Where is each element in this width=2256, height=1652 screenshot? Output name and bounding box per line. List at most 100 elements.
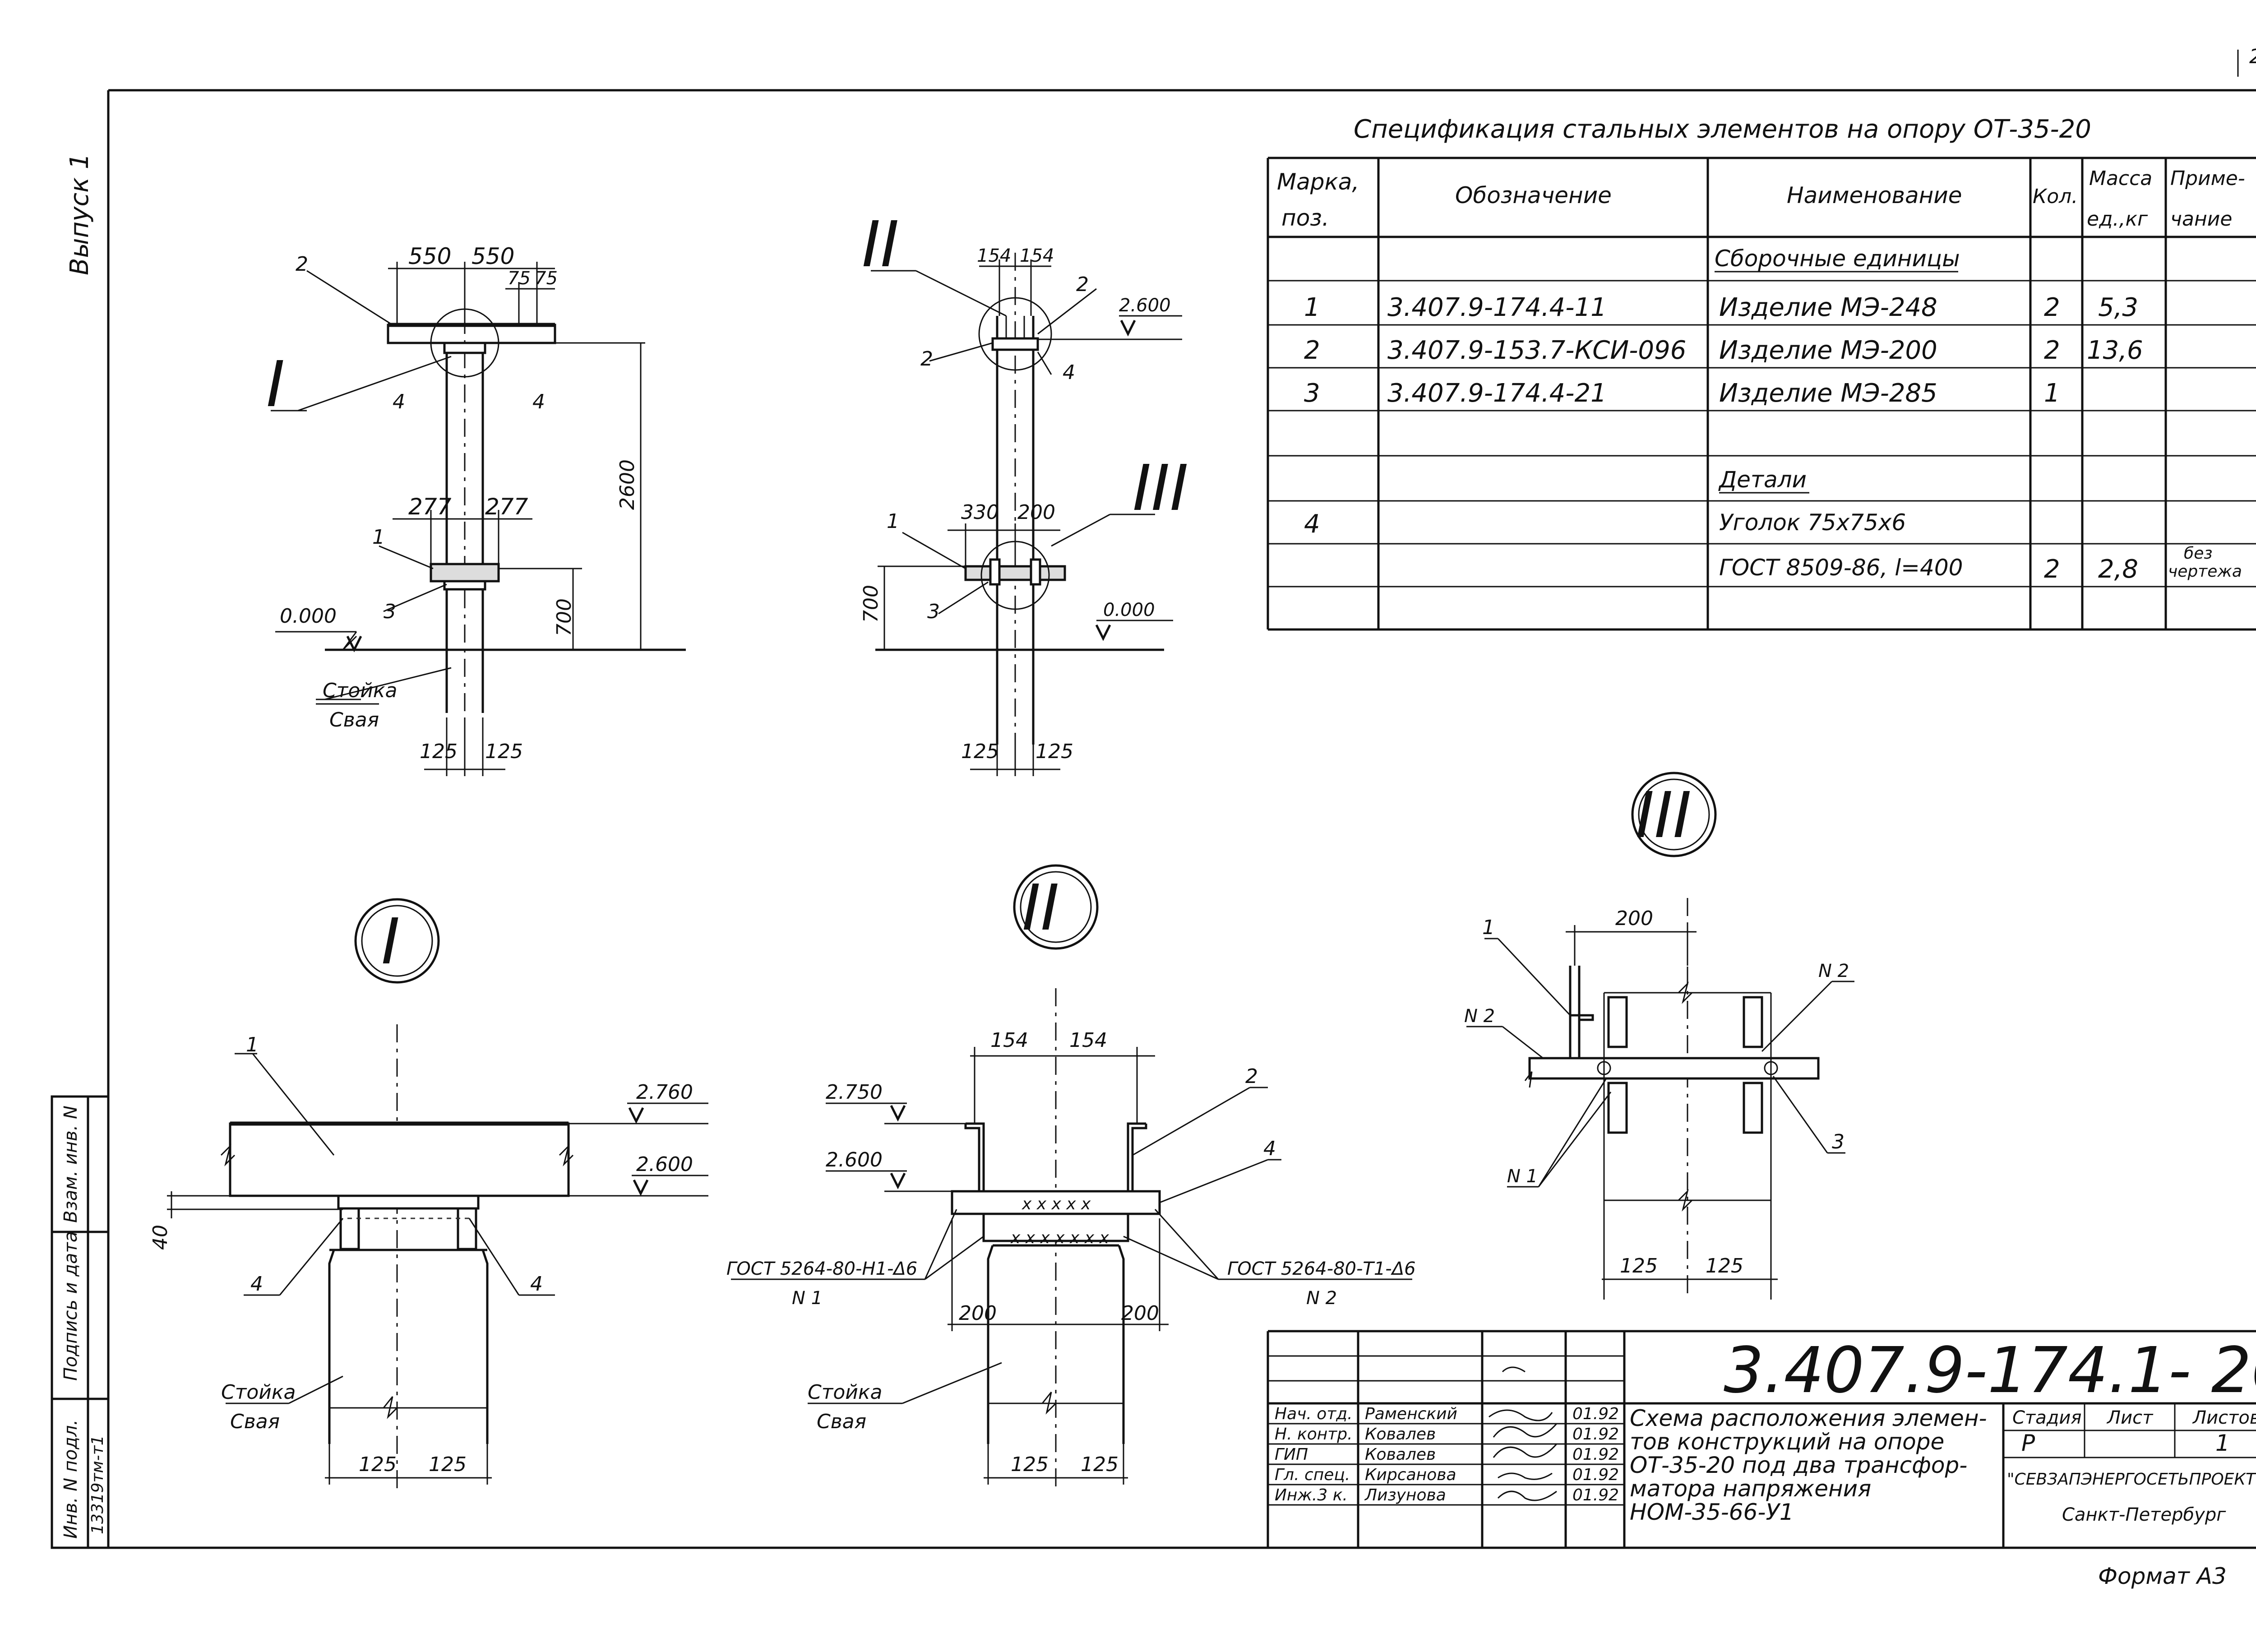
spec-row3-pos: 3 <box>1304 379 1320 408</box>
v2-dim-700: 700 <box>860 585 883 623</box>
v1-dim-550b: 550 <box>472 243 514 269</box>
side-stamp: Выпуск 1 Взам. инв. N Подпись и дата Инв… <box>51 153 110 1549</box>
d1-column-label: Стойка <box>221 1381 296 1404</box>
d2-weld-marks-top: x x x x x <box>1022 1195 1091 1213</box>
d3-dim-200: 200 <box>1615 907 1653 930</box>
v1-pos-4b: 4 <box>532 390 545 413</box>
d2-dim-200a: 200 <box>959 1302 997 1325</box>
stamp-date-1: 01.92 <box>1572 1405 1619 1423</box>
v1-dim-550a: 550 <box>408 243 451 269</box>
d1-level-2600: 2.600 <box>636 1153 693 1176</box>
spec-row4-mass: 2,8 <box>2098 555 2138 584</box>
d3-pos-3: 3 <box>1832 1130 1845 1153</box>
spec-row4-pos: 4 <box>1304 509 1320 539</box>
v1-dim-75b: 75 <box>535 268 558 289</box>
d2-dim-154a: 154 <box>990 1029 1028 1052</box>
spec-h-designation: Обозначение <box>1455 182 1612 208</box>
stamp-document-code: 3.407.9-174.1- 20 <box>1724 1334 2256 1407</box>
stamp-date-5: 01.92 <box>1572 1486 1619 1504</box>
spec-table-grid <box>1267 157 2256 631</box>
d2-weld-gost-n1: ГОСТ 5264-80-Н1-Δ6 <box>726 1259 917 1279</box>
spec-h-mark-1: Марка, <box>1277 169 1359 195</box>
v2-dim-125b: 125 <box>1036 740 1073 763</box>
stamp-role-3: ГИП <box>1275 1445 1308 1464</box>
d2-level-2600: 2.600 <box>826 1148 883 1171</box>
stamp-title-line-1: Схема расположения элемен- <box>1630 1405 1987 1431</box>
spec-h-note-2: чание <box>2170 208 2232 231</box>
d1-dim-40: 40 <box>149 1225 172 1250</box>
stamp-sheets-header: Листов <box>2192 1407 2256 1428</box>
detail-2: x x x x x x x x x x x x <box>731 864 1412 1489</box>
replace-inv-label: Взам. инв. N <box>60 1106 81 1223</box>
d1-dim-125a: 125 <box>359 1453 397 1476</box>
spec-row2-name: Изделие МЭ-200 <box>1719 336 1937 365</box>
view-2-elevation <box>871 253 1182 776</box>
stamp-name-5: Лизунова <box>1364 1486 1446 1504</box>
spec-row4-qty: 2 <box>2044 555 2060 584</box>
d3-weld-n1: N 1 <box>1507 1166 1538 1187</box>
v2-pos-1: 1 <box>887 510 899 533</box>
format-label: Формат А3 <box>2098 1563 2227 1589</box>
d2-weld-gost-n2: ГОСТ 5264-80-Т1-Δ6 <box>1227 1259 1416 1279</box>
stamp-role-5: Инж.3 к. <box>1275 1486 1348 1504</box>
stamp-title-line-5: НОМ-35-66-У1 <box>1630 1499 1794 1525</box>
v1-dim-125a: 125 <box>420 740 458 763</box>
v1-dim-277a: 277 <box>408 494 452 520</box>
d2-dim-125a: 125 <box>1011 1453 1049 1476</box>
d3-weld-n2b: N 2 <box>1818 961 1849 981</box>
spec-row1-mass: 5,3 <box>2098 293 2138 322</box>
d2-weld-n2: N 2 <box>1306 1288 1337 1309</box>
d1-level-2760: 2.760 <box>636 1081 693 1104</box>
spec-row2-qty: 2 <box>2044 336 2060 365</box>
v2-section-mark-3: III <box>1133 452 1188 525</box>
d3-dim-125a: 125 <box>1620 1254 1658 1277</box>
d1-pos-4b: 4 <box>530 1273 543 1296</box>
v2-level-2600: 2.600 <box>1119 295 1171 316</box>
v2-pos-3: 3 <box>927 600 940 623</box>
stamp-name-1: Раменский <box>1365 1405 1457 1423</box>
spec-row1-designation: 3.407.9-174.4-11 <box>1387 293 1607 322</box>
stamp-stage-value: Р <box>2021 1430 2035 1456</box>
v1-pos-4a: 4 <box>393 390 405 413</box>
original-inv-label: Инв. N подл. <box>60 1420 81 1539</box>
spec-row2-designation: 3.407.9-153.7-КСИ-096 <box>1387 336 1686 365</box>
title-block <box>1267 1330 2256 1548</box>
stamp-title-line-3: ОТ-35-20 под два трансфор- <box>1630 1452 1967 1478</box>
stamp-title-line-4: матора напряжения <box>1630 1476 1871 1502</box>
corner-number: 20 <box>2249 45 2256 68</box>
stamp-date-4: 01.92 <box>1572 1466 1619 1484</box>
d2-pos-4: 4 <box>1263 1137 1276 1160</box>
spec-row4-note-2: чертежа <box>2168 562 2242 581</box>
stamp-name-4: Кирсанова <box>1365 1466 1456 1484</box>
v2-dim-200: 200 <box>1017 501 1055 524</box>
v2-section-mark-2: II <box>862 208 899 282</box>
v1-dim-700: 700 <box>553 598 576 636</box>
spec-row2-pos: 2 <box>1304 336 1320 365</box>
detail-1 <box>167 898 708 1489</box>
spec-row3-name: Изделие МЭ-285 <box>1719 379 1937 408</box>
stamp-name-3: Ковалев <box>1365 1445 1436 1464</box>
spec-h-note-1: Приме- <box>2170 167 2245 190</box>
d2-section-mark: II <box>1022 871 1059 945</box>
spec-h-mass-2: ед.,кг <box>2087 208 2148 231</box>
spec-title: Спецификация стальных элементов на опору… <box>1354 115 2091 144</box>
v2-pos-2b: 2 <box>920 347 933 370</box>
spec-h-qty: Кол. <box>2033 185 2078 208</box>
v2-dim-154a: 154 <box>977 245 1011 266</box>
sheet-frame <box>107 50 2256 1549</box>
v2-dim-154b: 154 <box>1020 245 1054 266</box>
spec-section-assemblies: Сборочные единицы <box>1715 245 1960 272</box>
v2-dim-125a: 125 <box>961 740 999 763</box>
v1-column-label: Стойка <box>323 679 397 702</box>
spec-row4-note-1: без <box>2184 544 2213 563</box>
d2-dim-154b: 154 <box>1069 1029 1107 1052</box>
spec-row2-mass: 13,6 <box>2087 336 2143 365</box>
spec-section-details: Детали <box>1718 467 1807 493</box>
spec-row4-name-1: Уголок 75х75х6 <box>1719 509 1906 536</box>
spec-h-name: Наименование <box>1787 182 1962 208</box>
d2-weld-n1: N 1 <box>792 1288 823 1309</box>
d2-level-2760: 2.750 <box>826 1081 883 1104</box>
d2-weld-marks-bottom: x x x x x x x <box>1010 1229 1109 1247</box>
signature-date-label: Подпись и дата <box>60 1231 81 1381</box>
